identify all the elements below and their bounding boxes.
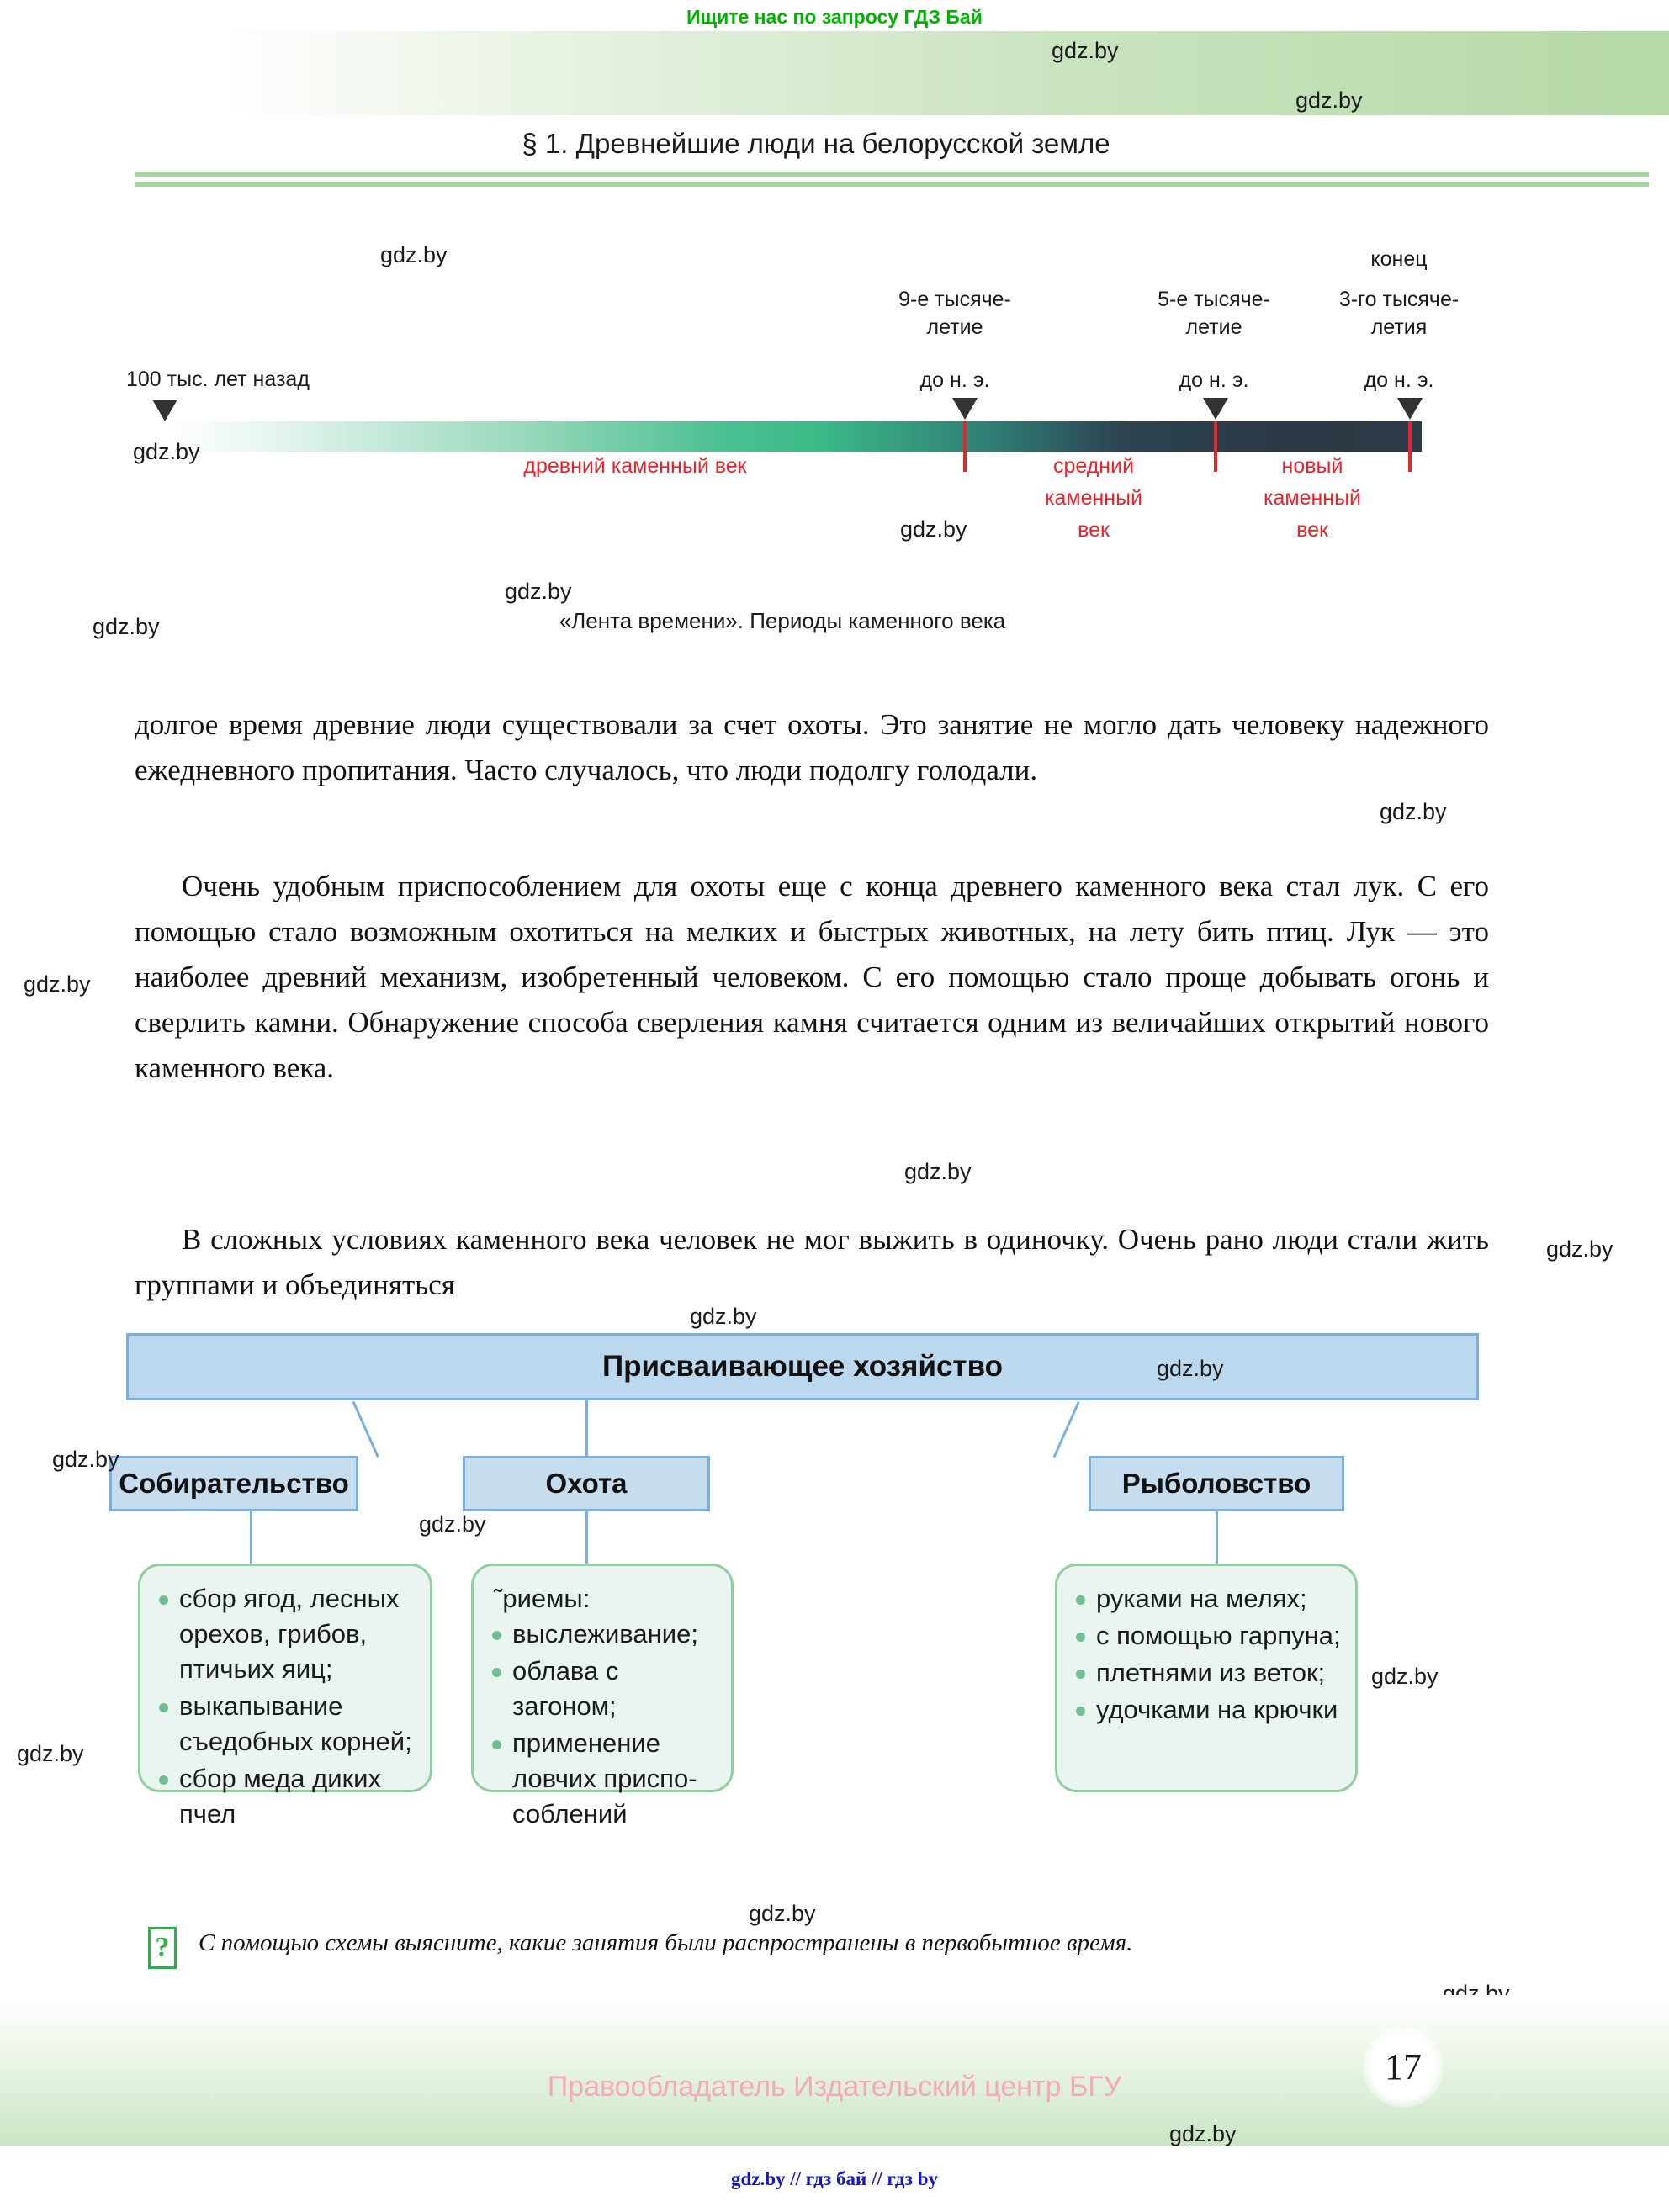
scheme-diagram: Присваивающее хозяйство Собирательство О… xyxy=(109,1333,1489,1922)
scheme-branch-box-1[interactable]: Охота xyxy=(463,1456,710,1511)
timeline-period-2-line2: каменный xyxy=(1044,486,1143,510)
timeline-marker-arrow-1 xyxy=(952,398,978,420)
watermark: gdz.by xyxy=(133,439,200,464)
timeline-marker-label-0: 100 тыс. лет назад xyxy=(126,368,310,391)
body-paragraph-2: Очень удобным приспособлением для охоты … xyxy=(135,870,1489,1084)
list-item: плетнями из веток; xyxy=(1068,1655,1343,1691)
timeline-marker-label-2-line3: до н. э. xyxy=(1179,368,1249,392)
timeline-divider-1 xyxy=(963,421,967,472)
scheme-list-1-heading: ˜риемы: xyxy=(494,1584,591,1613)
list-item: руками на мелях; xyxy=(1068,1581,1343,1617)
copyright-notice: Правообладатель Издательский центр БГУ xyxy=(547,2071,1122,2103)
title-rule-bottom xyxy=(135,182,1649,187)
connector-root-to-branch-1 xyxy=(585,1400,588,1456)
scheme-branch-label-0: Собирательство xyxy=(119,1468,349,1499)
timeline-marker-label-3-line0: конец xyxy=(1370,247,1428,271)
scheme-branch-label-2: Рыболовство xyxy=(1121,1468,1311,1499)
watermark: gdz.by xyxy=(1295,87,1363,113)
question-text: С помощью схемы выясните, какие занятия … xyxy=(199,1929,1133,1956)
scheme-branch-box-0[interactable]: Собирательство xyxy=(109,1456,358,1511)
scheme-root-label: Присваивающее хозяйство xyxy=(601,1350,1004,1383)
scheme-branch-label-1: Охота xyxy=(545,1468,628,1499)
watermark: gdz.by xyxy=(1546,1236,1613,1262)
timeline-marker-arrow-3 xyxy=(1397,398,1423,420)
timeline-period-2-line3: век xyxy=(1078,518,1110,542)
timeline-marker-arrow-2 xyxy=(1203,398,1228,420)
scheme-list-box-1: ˜риемы: выслеживание; облава с загоном; … xyxy=(471,1564,734,1828)
connector-root-to-branch-0 xyxy=(352,1400,379,1458)
timeline-marker-label-1-line2: летие xyxy=(926,315,983,339)
watermark: gdz.by xyxy=(93,614,160,639)
list-item: применение ловчих приспо­соблений xyxy=(484,1726,719,1832)
title-rule-top xyxy=(135,172,1649,177)
watermark: gdz.by xyxy=(900,516,967,542)
timeline-bar xyxy=(165,421,1422,452)
timeline-marker-label-3-line2: летия xyxy=(1370,315,1428,339)
timeline-marker-label-3-line1: 3-го тысяче- xyxy=(1338,288,1460,311)
watermark: gdz.by xyxy=(904,1159,972,1184)
list-item: сбор меда диких пчел xyxy=(151,1761,418,1832)
timeline-divider-3 xyxy=(1408,421,1412,472)
figure-caption: «Лента времени». Периоды каменного века xyxy=(559,608,1006,633)
timeline-marker-label-2-line1: 5-е тысяче- xyxy=(1158,288,1270,311)
list-item: облава с загоном; xyxy=(484,1654,719,1724)
question-mark-icon: ? xyxy=(148,1927,177,1969)
connector-branch-0-to-list xyxy=(250,1511,252,1564)
watermark: gdz.by xyxy=(1169,2121,1237,2146)
scheme-list-box-2: руками на мелях; с помощью гар­пуна; пле… xyxy=(1055,1564,1358,1792)
watermark: gdz.by xyxy=(17,1741,84,1766)
watermark: gdz.by xyxy=(24,971,91,997)
watermark: gdz.by xyxy=(505,579,572,604)
scheme-branch-box-2[interactable]: Рыболовство xyxy=(1089,1456,1344,1511)
watermark: gdz.by xyxy=(1371,1664,1439,1689)
body-paragraph-3: В сложных условиях каменного века челове… xyxy=(135,1223,1489,1301)
watermark: gdz.by xyxy=(380,242,448,267)
list-item: удочками на крючки xyxy=(1068,1692,1343,1728)
timeline-marker-label-3-line3: до н. э. xyxy=(1364,368,1434,392)
body-paragraph-1: долгое время древние люди существовали з… xyxy=(135,708,1489,786)
connector-branch-1-to-list xyxy=(585,1511,588,1564)
header-gradient-band xyxy=(93,31,1669,115)
timeline-period-1: древний каменный век xyxy=(523,454,747,478)
watermark: gdz.by xyxy=(1052,38,1119,63)
watermark: gdz.by xyxy=(1157,1356,1224,1381)
timeline-period-2-line1: средний xyxy=(1052,454,1135,478)
search-banner: Ищите нас по запросу ГДЗ Бай xyxy=(686,6,983,28)
timeline-marker-arrow-0 xyxy=(152,400,177,421)
watermark: gdz.by xyxy=(749,1901,816,1926)
list-item: с помощью гар­пуна; xyxy=(1068,1618,1343,1654)
list-item: выкапывание съедобных корней; xyxy=(151,1689,418,1760)
scheme-root-box[interactable]: Присваивающее хозяйство xyxy=(126,1333,1479,1400)
page-number: 17 xyxy=(1363,2027,1444,2108)
scheme-list-2: руками на мелях; с помощью гар­пуна; пле… xyxy=(1068,1581,1343,1728)
list-item: выслеживание; xyxy=(484,1617,719,1652)
scheme-list-box-0: сбор ягод, лесных орехов, грибов, птичьи… xyxy=(138,1564,432,1828)
timeline-period-3-line2: каменный xyxy=(1263,486,1362,510)
timeline-period-3-line1: новый xyxy=(1281,454,1343,478)
scheme-list-1: выслеживание; облава с загоном; применен… xyxy=(484,1617,719,1832)
scheme-list-0: сбор ягод, лесных орехов, грибов, птичьи… xyxy=(151,1581,418,1832)
bottom-links[interactable]: gdz.by // гдз бай // гдз by xyxy=(730,2168,939,2189)
timeline-marker-label-2-line2: летие xyxy=(1185,315,1242,339)
watermark: gdz.by xyxy=(690,1304,757,1329)
watermark: gdz.by xyxy=(52,1447,119,1472)
list-item: сбор ягод, лесных орехов, грибов, птичьи… xyxy=(151,1581,418,1687)
section-title: § 1. Древнейшие люди на белорусской земл… xyxy=(522,128,1110,159)
timeline-marker-label-1-line1: 9-е тысяче- xyxy=(898,288,1011,311)
timeline-divider-2 xyxy=(1214,421,1217,472)
timeline-period-3-line3: век xyxy=(1296,518,1328,542)
watermark: gdz.by xyxy=(419,1511,486,1537)
timeline-marker-label-1-line3: до н. э. xyxy=(919,368,990,392)
connector-root-to-branch-2 xyxy=(1052,1401,1080,1458)
watermark: gdz.by xyxy=(1380,799,1447,824)
connector-branch-2-to-list xyxy=(1216,1511,1218,1564)
